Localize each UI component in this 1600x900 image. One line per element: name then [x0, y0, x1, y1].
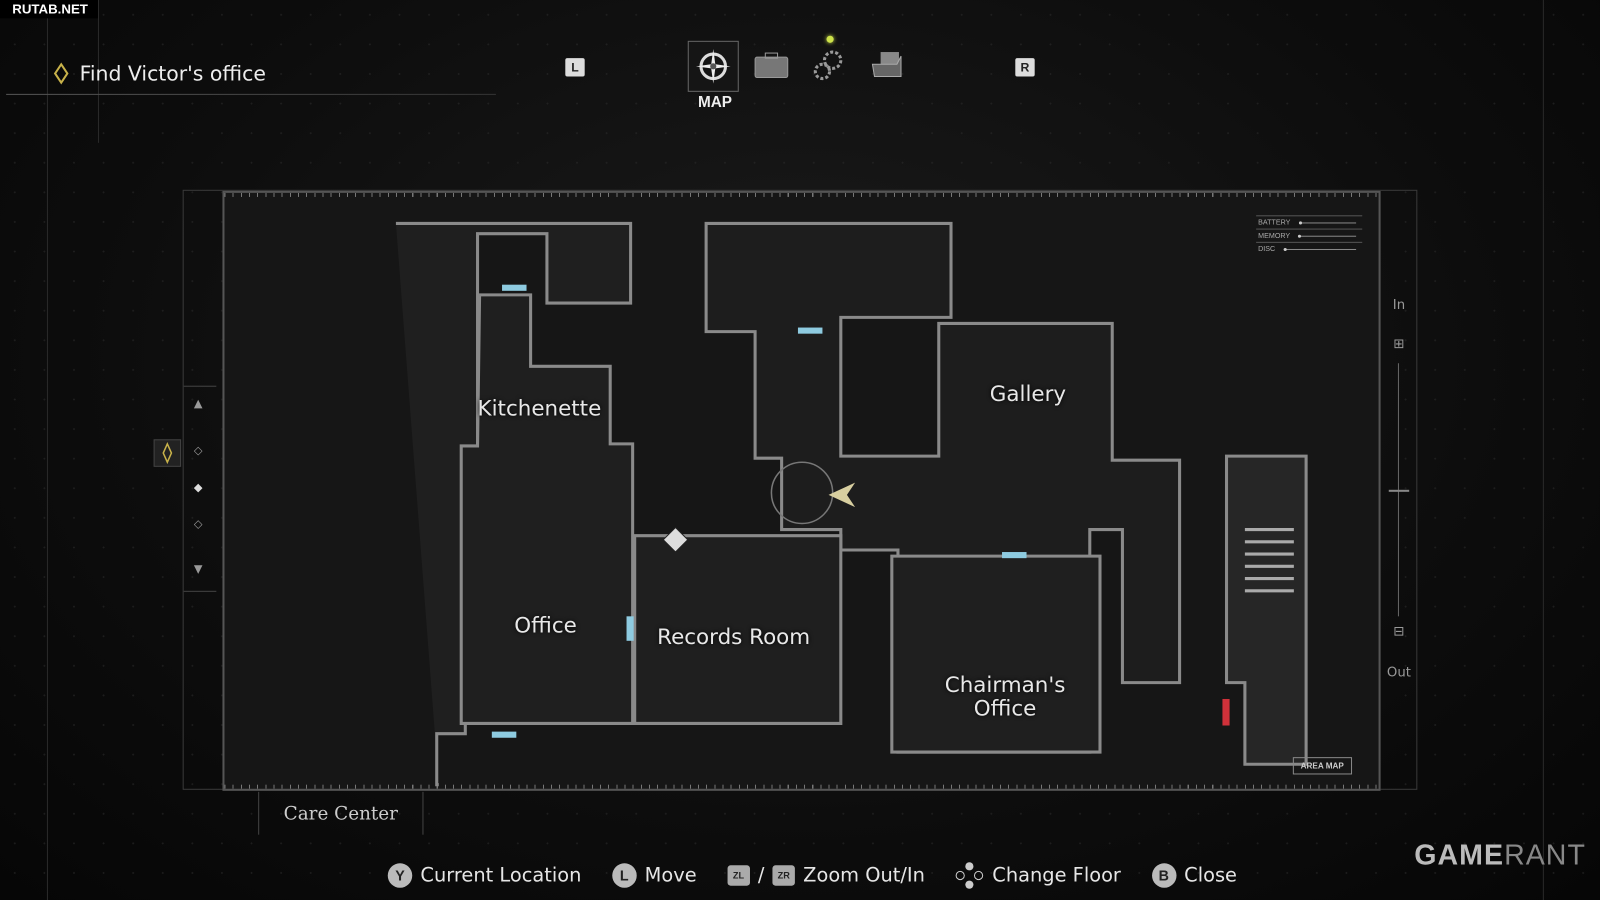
b-button-icon[interactable]: B [1151, 863, 1177, 888]
gamerant-logo: GAMERANT [1414, 839, 1586, 872]
y-button-icon[interactable]: Y [387, 863, 413, 888]
door [502, 284, 527, 291]
logo-light: RANT [1504, 838, 1586, 871]
divider [46, 0, 48, 900]
memory-bar [1298, 234, 1357, 238]
active-tab-label: MAP [697, 93, 732, 112]
player-arrow-icon [828, 482, 856, 508]
objective-diamond-icon [53, 62, 69, 85]
room-label-gallery: Gallery [989, 381, 1067, 407]
l-bumper-key[interactable]: L [565, 58, 585, 77]
current-location-hint[interactable]: Current Location [420, 864, 582, 887]
floor-plan [395, 221, 1308, 787]
room-chairman [890, 554, 1102, 754]
status-panel: BATTERY MEMORY DISC [1256, 215, 1363, 255]
area-name: Care Center [258, 791, 424, 835]
doors [491, 284, 1027, 738]
notification-dot [826, 35, 834, 43]
briefcase-icon [754, 52, 789, 79]
objective: Find Victor's office [53, 61, 266, 86]
menu-tabs: L R MAP [551, 35, 1061, 118]
stairs [1244, 528, 1294, 593]
dpad-icon [956, 862, 984, 889]
zoom-out-button[interactable]: ⊟ [1393, 624, 1405, 640]
door [1002, 552, 1027, 559]
control-hints: Y Current Location L Move ZL / ZR Zoom O… [387, 861, 1237, 890]
gears-icon [813, 50, 843, 81]
zl-button-icon[interactable]: ZL [727, 865, 750, 886]
floor-marker[interactable]: ◇ [193, 517, 203, 531]
objective-text: Find Victor's office [79, 61, 266, 86]
zoom-handle[interactable] [1388, 489, 1410, 492]
tab-settings[interactable] [804, 41, 853, 90]
disc-label: DISC [1258, 245, 1276, 253]
map-view[interactable]: Kitchenette Gallery Office Records Room … [222, 190, 1381, 791]
tab-inventory[interactable] [747, 41, 796, 90]
memory-label: MEMORY [1258, 232, 1291, 240]
l-stick-icon: L [612, 863, 637, 888]
zoom-in-label: In [1392, 297, 1406, 314]
divider [1542, 0, 1544, 900]
player-floor-indicator-icon [153, 439, 182, 467]
r-bumper-key[interactable]: R [1015, 58, 1035, 77]
ruler-bottom [224, 784, 1379, 789]
close-hint[interactable]: Close [1184, 864, 1237, 887]
save-point-icon [662, 526, 689, 553]
room-records [633, 534, 843, 725]
logo-bold: GAME [1414, 838, 1505, 871]
zoom-hint: Zoom Out/In [803, 864, 925, 887]
tab-files[interactable] [863, 41, 912, 90]
disc-bar [1283, 247, 1357, 251]
ruler-top [224, 192, 1379, 197]
divider [97, 0, 99, 143]
area-map-button[interactable]: AREA MAP [1292, 757, 1353, 775]
battery-bar [1298, 220, 1357, 224]
floor-marker[interactable]: ◇ [193, 443, 203, 458]
change-floor-hint[interactable]: Change Floor [992, 864, 1121, 887]
room-label-line: Office [973, 695, 1037, 721]
zoom-out-label: Out [1386, 665, 1411, 681]
locked-door [1222, 698, 1230, 726]
compass-icon [695, 48, 731, 84]
move-hint: Move [644, 864, 697, 887]
floor-down-arrow[interactable]: ▼ [193, 562, 203, 576]
door [491, 731, 517, 738]
files-icon [871, 52, 902, 78]
floor-selector: ▲ ◇ ◆ ◇ ▼ [183, 385, 217, 592]
room-label-records: Records Room [657, 624, 811, 649]
room-label-office: Office [514, 613, 577, 638]
battery-label: BATTERY [1258, 218, 1291, 227]
divider [6, 93, 496, 95]
room-label-line: Chairman's [944, 672, 1066, 697]
tab-map[interactable] [687, 40, 739, 92]
zoom-slider[interactable]: In ⊞ ⊟ Out [1384, 286, 1415, 694]
door [626, 616, 634, 641]
door [797, 327, 823, 334]
separator: / [757, 864, 765, 887]
current-location-ring [770, 461, 834, 525]
floor-marker-current[interactable]: ◆ [193, 480, 203, 494]
zr-button-icon[interactable]: ZR [772, 865, 796, 886]
room-label-kitchenette: Kitchenette [477, 395, 602, 421]
room-kitchenette-office [459, 293, 635, 725]
floor-up-arrow[interactable]: ▲ [193, 396, 203, 411]
zoom-in-button[interactable]: ⊞ [1393, 336, 1405, 353]
watermark: RUTAB.NET [0, 0, 99, 19]
